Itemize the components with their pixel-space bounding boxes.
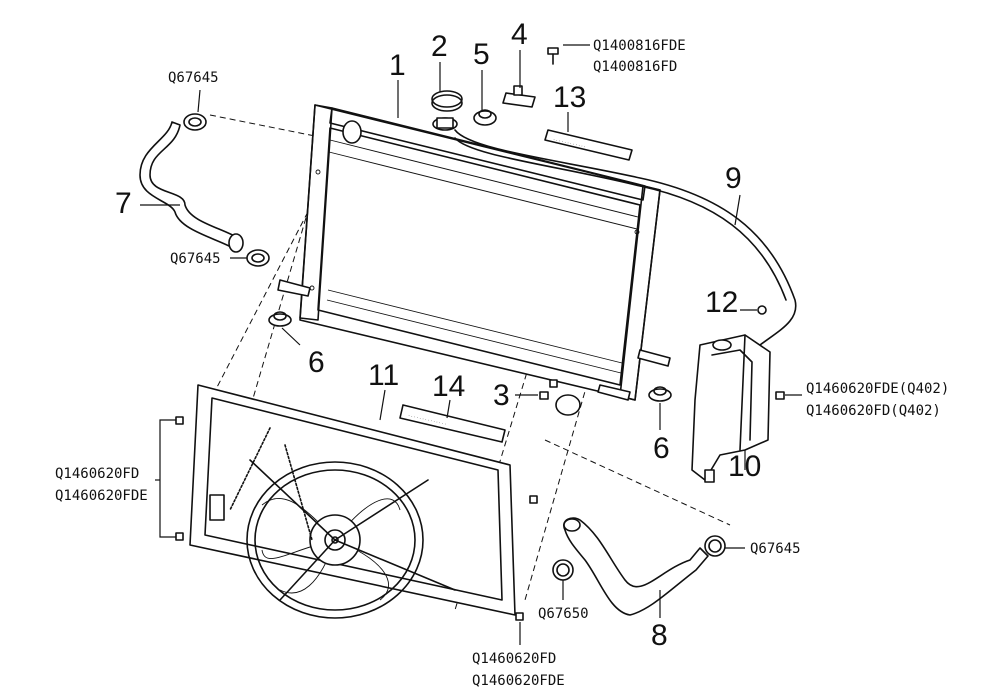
hose-clamp-lower-left (552, 559, 574, 581)
callout-2: 2 (431, 30, 448, 63)
callout-1: 1 (389, 49, 406, 82)
callout-14: 14 (432, 370, 465, 403)
callout-12: 12 (705, 286, 738, 319)
code-bolt-fan-left-b: Q1460620FDE (55, 488, 148, 504)
callout-6-left: 6 (308, 346, 325, 379)
overflow-hose-inner (454, 137, 787, 301)
callout-3: 3 (493, 379, 510, 412)
valve-seal (473, 109, 497, 126)
bolt-reservoir (775, 391, 785, 400)
overflow-hose (454, 129, 797, 346)
rubber-mount-right (648, 386, 672, 402)
hose-clip (757, 305, 767, 315)
callout-9: 9 (725, 162, 742, 195)
bolt-top (547, 47, 559, 65)
upper-radiator-hose (139, 121, 244, 253)
callout-4: 4 (511, 18, 528, 51)
code-bolt-top-b: Q1400816FD (593, 59, 677, 75)
radiator-cap (431, 90, 463, 112)
hose-clamp-lower-right (704, 535, 726, 557)
callout-7: 7 (115, 187, 132, 220)
code-clamp-lower-left: Q67650 (538, 606, 589, 622)
fan-label-sticker: · · · · · · · · · · · · · · (399, 404, 506, 443)
rubber-mount-left (268, 311, 292, 327)
callout-6-right: 6 (653, 432, 670, 465)
lower-radiator-hose (563, 517, 709, 616)
callout-13: 13 (553, 81, 586, 114)
callout-numbers: 1 2 5 4 13 7 6 9 12 10 11 14 3 6 8 (115, 18, 761, 652)
radiator-label-sticker: · · · · · · · · · · · · (544, 129, 633, 161)
callout-10: 10 (728, 450, 761, 483)
callout-5: 5 (473, 38, 490, 71)
code-bolt-fan-bottom-b: Q1460620FDE (472, 673, 565, 689)
coolant-reservoir (691, 334, 771, 483)
leader-lines (140, 44, 802, 645)
callout-8: 8 (651, 619, 668, 652)
radiator (277, 104, 671, 416)
code-clamp-lower-right: Q67645 (750, 541, 801, 557)
code-clamp-upper-top: Q67645 (168, 70, 219, 86)
code-bolt-reservoir-b: Q1460620FD(Q402) (806, 403, 941, 419)
code-bolt-fan-left-a: Q1460620FD (55, 466, 139, 482)
clip-bracket (502, 85, 536, 108)
part-codes: Q1400816FDE Q1400816FD Q67645 Q67645 Q14… (55, 38, 949, 689)
code-bolt-reservoir-a: Q1460620FDE(Q402) (806, 381, 949, 397)
code-bolt-top-a: Q1400816FDE (593, 38, 686, 54)
code-clamp-upper-bottom: Q67645 (170, 251, 221, 267)
drain-bolt (539, 379, 558, 400)
cooling-fan-assembly (189, 384, 516, 619)
callout-11: 11 (368, 359, 399, 392)
hose-clamp-upper-top (183, 113, 207, 131)
code-bolt-fan-bottom-a: Q1460620FD (472, 651, 556, 667)
hose-clamp-upper-bottom (246, 249, 270, 267)
